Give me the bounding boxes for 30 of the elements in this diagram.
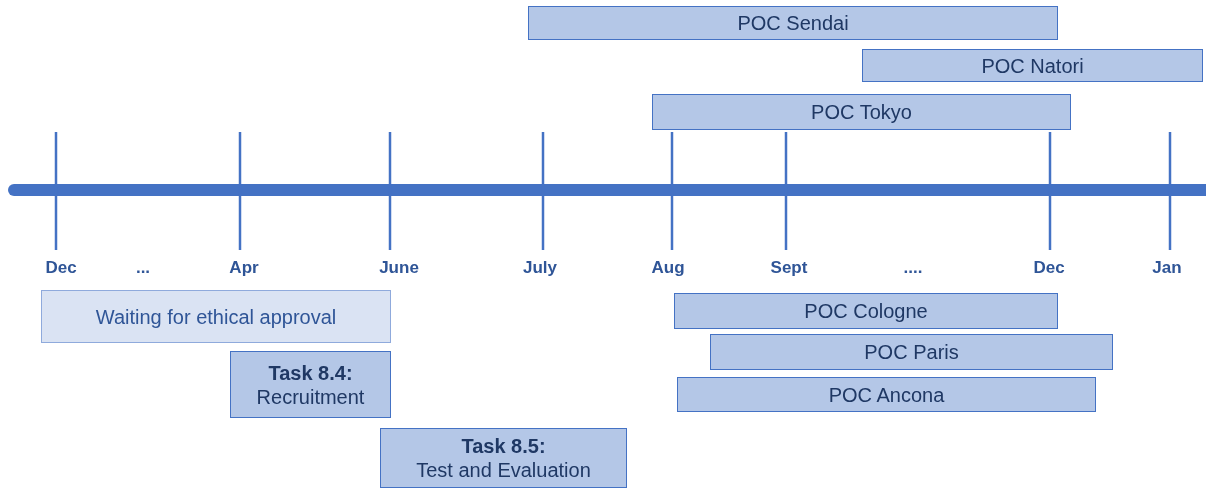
month-label: Sept [770,258,808,278]
timeline-bar [677,377,1096,412]
month-label: July [523,258,557,278]
bar-label: Test and Evaluation [416,458,591,482]
bar-label: Recruitment [256,384,365,409]
month-label: Jan [1152,258,1182,278]
month-label: Dec [1033,258,1065,278]
task-box [230,351,391,418]
timeline-bar [862,49,1203,82]
bar-label: Waiting for ethical approval [95,304,337,329]
bar-label: POC Natori [981,53,1084,78]
bar-label: POC Paris [864,340,959,364]
task-box [380,428,627,488]
timeline-bar [652,94,1071,130]
month-label: ... [135,258,151,278]
month-label: Apr [229,258,259,278]
month-label: June [379,258,419,278]
bar-label: POC Sendai [737,11,849,35]
bar-label: POC Ancona [828,382,945,407]
task-title: Task 8.5: [461,434,546,458]
bar-label: POC Cologne [804,299,928,323]
timeline-bar [674,293,1058,329]
month-label: Aug [651,258,685,278]
task-title: Task 8.4: [268,360,353,385]
bar-label: POC Tokyo [811,100,912,124]
timeline-bar [710,334,1113,370]
month-label: Dec [45,258,77,278]
timeline-bar [528,6,1058,40]
timeline-bar [41,290,391,343]
month-label: .... [903,258,923,278]
